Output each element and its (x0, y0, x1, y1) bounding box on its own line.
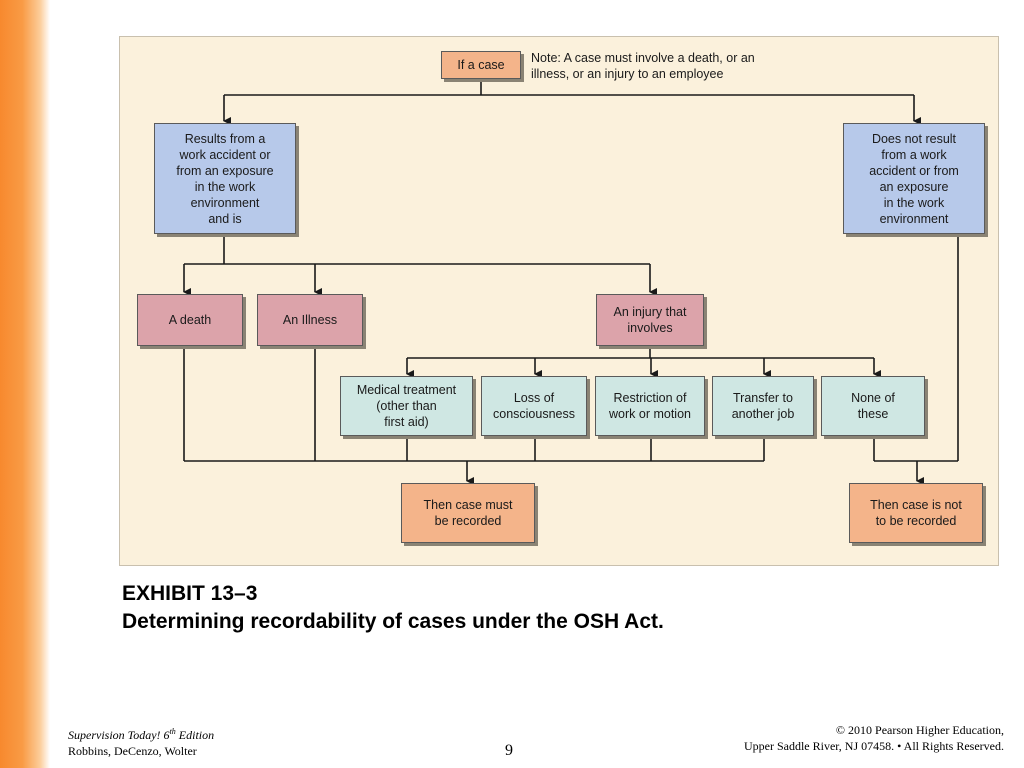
connector-lines (183, 79, 959, 485)
exhibit-caption: EXHIBIT 13–3 Determining recordability o… (122, 580, 664, 636)
node-results-from: Results from a work accident or from an … (154, 123, 296, 234)
note-text: Note: A case must involve a death, or an… (531, 51, 755, 81)
exhibit-number: EXHIBIT 13–3 (122, 582, 258, 605)
flowchart-figure: If a case Note: A case must involve a de… (119, 36, 999, 566)
book-authors: Robbins, DeCenzo, Wolter (68, 744, 197, 758)
node-must-record: Then case must be recorded (401, 483, 535, 543)
book-title-rest: Edition (175, 728, 215, 742)
node-not-record: Then case is not to be recorded (849, 483, 983, 543)
node-injury: An injury that involves (596, 294, 704, 346)
node-restriction: Restriction of work or motion (595, 376, 705, 436)
node-illness: An Illness (257, 294, 363, 346)
book-title-sup: th (169, 727, 176, 736)
footer-copyright: © 2010 Pearson Higher Education, Upper S… (744, 722, 1004, 754)
exhibit-title: Determining recordability of cases under… (122, 610, 664, 633)
book-title-text: Supervision Today! 6 (68, 728, 170, 742)
node-medical-treatment: Medical treatment (other than first aid) (340, 376, 473, 436)
copyright-line-2: Upper Saddle River, NJ 07458. • All Righ… (743, 739, 1004, 753)
node-loss-of-consciousness: Loss of consciousness (481, 376, 587, 436)
node-none: None of these (821, 376, 925, 436)
copyright-line-1: © 2010 Pearson Higher Education, (835, 723, 1004, 737)
slide-side-bar (0, 0, 50, 768)
node-transfer: Transfer to another job (712, 376, 814, 436)
page-number: 9 (505, 742, 513, 759)
node-death: A death (137, 294, 243, 346)
footer-book-info: Supervision Today! 6th Edition Robbins, … (68, 724, 214, 759)
book-title: Supervision Today! 6th Edition (68, 724, 214, 743)
node-if-case: If a case (441, 51, 521, 79)
node-does-not-result: Does not result from a work accident or … (843, 123, 985, 234)
